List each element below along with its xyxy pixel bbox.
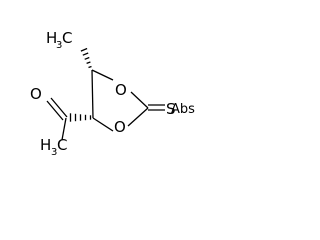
abs-label: Abs: [171, 102, 195, 117]
carbonyl-bond-1: [50, 97, 68, 118]
acetyl-h-label: H: [40, 136, 51, 154]
acetyl-subscript: 3: [51, 147, 57, 158]
ring-oxygen-top: O: [115, 81, 127, 99]
bond-o3-c4: [92, 117, 114, 132]
methyl-h-label: H: [46, 29, 57, 47]
ring-oxygen-bottom: O: [114, 118, 126, 136]
bond-c4-c5: [91, 69, 94, 119]
bond-c2-o3: [127, 107, 149, 127]
methyl-subscript: 3: [56, 40, 62, 51]
thione-sulfur: S: [166, 100, 176, 118]
structure-svg: H 3 C O O S Abs: [30, 29, 195, 158]
methyl-hashed-wedge: [80, 47, 92, 69]
acetyl-hashed-wedge: [69, 113, 92, 122]
molecule-diagram: H 3 C O O S Abs: [0, 0, 203, 182]
bond-c5-o1: [91, 69, 114, 81]
methyl-c-label: C: [62, 29, 72, 47]
bond-o1-c2: [130, 91, 149, 109]
acetyl-methyl-bond: [61, 117, 67, 141]
acetyl-c-label: C: [57, 136, 67, 154]
carbonyl-bond-2: [46, 100, 64, 121]
carbonyl-oxygen: O: [30, 85, 42, 103]
